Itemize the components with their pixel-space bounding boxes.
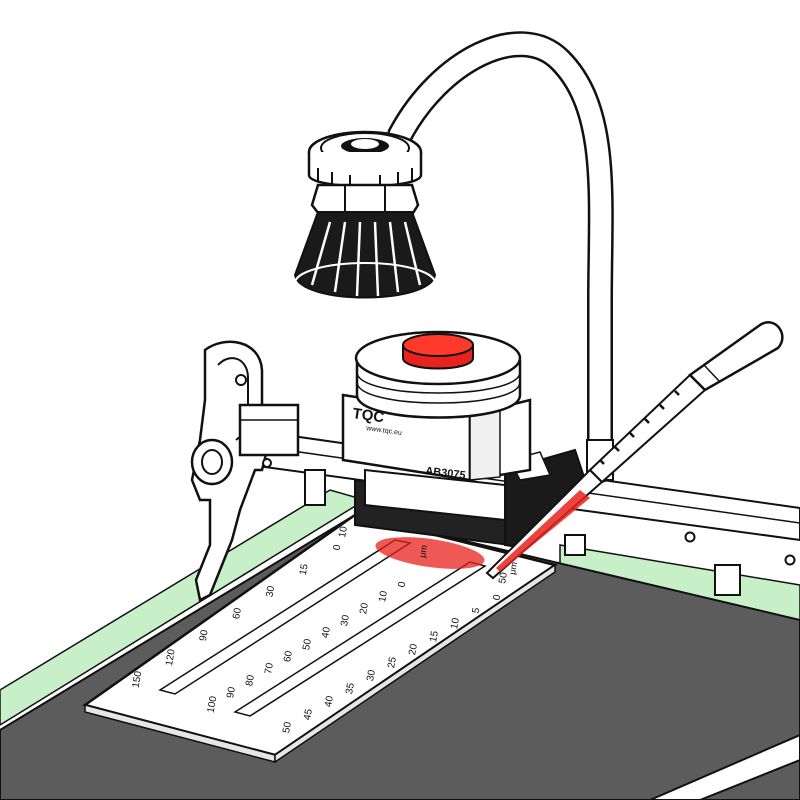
gauge-label-3-5: 25: [386, 656, 399, 669]
applicator[interactable]: TQC www.tqc.eu AB3075 10 50: [337, 330, 587, 585]
applicator-slot-right: 50: [497, 571, 510, 584]
gauge-label-2-3: 70: [263, 662, 276, 675]
gauge-label-2-2: 80: [244, 674, 257, 687]
model-label: AB3075: [425, 465, 467, 482]
gauge-label-1-4: 30: [264, 585, 277, 598]
gauge-label-3-10: 0: [492, 593, 504, 601]
gauge-label-3-7: 15: [428, 630, 441, 643]
bed-front-edge: [649, 733, 800, 800]
gauge-label-3-9: 5: [471, 606, 483, 614]
gauge-label-3-0: 50: [281, 721, 294, 734]
gauge-label-3-8: 10: [449, 617, 462, 630]
gauge-label-1-5: 15: [298, 563, 311, 576]
led-lamp-icon[interactable]: [293, 130, 437, 304]
gauge-label-3-1: 45: [302, 708, 315, 721]
gauge-label-1-2: 90: [198, 629, 211, 642]
gauge-unit-label-1: μm: [417, 544, 429, 558]
micrometer-knob[interactable]: [402, 333, 474, 370]
gauge-label-2-0: 100: [206, 695, 220, 714]
gauge-slot-2: [233, 561, 487, 717]
gauge-label-2-4: 60: [282, 650, 295, 663]
gauge-label-3-4: 30: [365, 669, 378, 682]
gauge-label-2-9: 10: [377, 590, 390, 603]
gauge-label-1-0: 150: [131, 670, 145, 689]
gauge-label-3-6: 20: [407, 643, 420, 656]
gauge-label-1-6: 0: [332, 543, 344, 551]
gauge-label-1-3: 60: [231, 607, 244, 620]
gauge-label-2-6: 40: [320, 626, 333, 639]
applicator-slot-left: 10: [337, 525, 350, 538]
gauge-label-2-1: 90: [225, 686, 238, 699]
gauge-plate: [82, 513, 559, 764]
gauge-label-1-1: 120: [164, 648, 178, 667]
gauge-unit-label-2: μm: [507, 561, 519, 575]
gauge-label-2-8: 20: [358, 602, 371, 615]
gauge-label-3-3: 35: [344, 682, 357, 695]
clamp-icon[interactable]: [190, 340, 300, 602]
gauge-label-2-5: 50: [301, 638, 314, 651]
pipette-icon[interactable]: [485, 321, 784, 580]
gauge-label-2-7: 30: [339, 614, 352, 627]
gauge-scale-labels: 1501209060301501009080706050403020100504…: [131, 543, 520, 734]
gauge-label-2-10: 0: [397, 580, 409, 588]
brand-logo: TQC: [351, 405, 385, 426]
gauge-label-3-2: 40: [323, 695, 336, 708]
